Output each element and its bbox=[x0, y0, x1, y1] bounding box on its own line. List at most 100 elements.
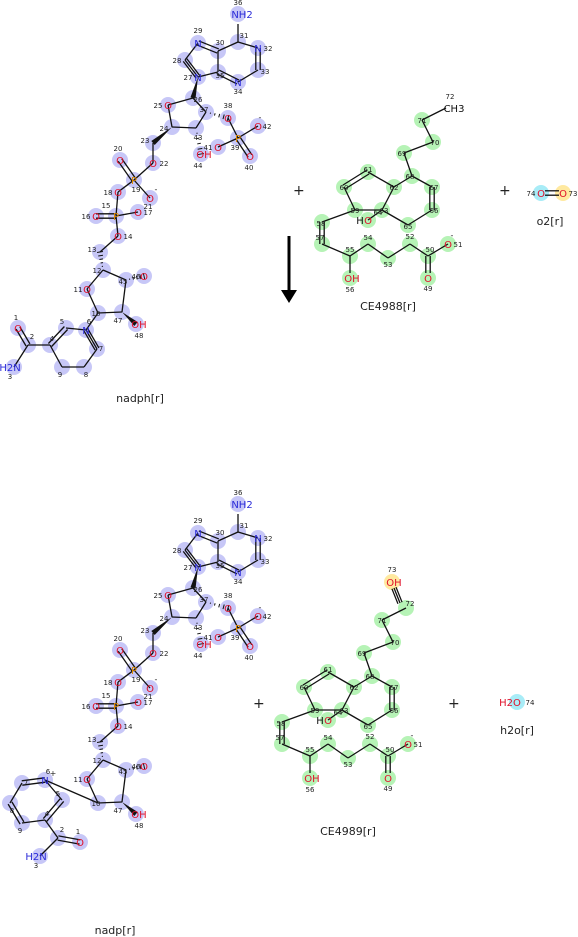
hash-bond bbox=[197, 637, 203, 640]
hash-bond bbox=[99, 258, 104, 260]
bond-line bbox=[342, 169, 368, 186]
oxygen-atom: O bbox=[114, 722, 122, 733]
hydrogen-atom: H bbox=[316, 716, 324, 727]
atom-number: 21 bbox=[144, 203, 153, 211]
bond-line bbox=[86, 759, 104, 780]
atom-number: 14 bbox=[124, 723, 133, 731]
atom-number: 69 bbox=[398, 150, 407, 158]
bond-line bbox=[186, 548, 201, 567]
atom-number: 59 bbox=[311, 707, 320, 715]
bond-line bbox=[13, 344, 29, 368]
hash-bond bbox=[218, 113, 221, 118]
atom-number: 24 bbox=[160, 125, 169, 133]
oxygen-atom: O bbox=[92, 212, 100, 223]
atom-number: 22 bbox=[160, 650, 169, 658]
bond-line bbox=[97, 311, 123, 314]
atom-number: 53 bbox=[384, 261, 393, 269]
atom-number: 72 bbox=[446, 93, 455, 101]
atom-number: 55 bbox=[346, 246, 355, 254]
bond-line bbox=[367, 171, 395, 188]
bond-line bbox=[102, 269, 127, 281]
hydroxyl-group: OH bbox=[196, 150, 211, 161]
bond-line bbox=[115, 681, 119, 707]
atom-number: 13 bbox=[88, 246, 97, 254]
bond-line bbox=[86, 288, 99, 314]
hash-bond bbox=[132, 767, 134, 770]
atom-number: 14 bbox=[124, 233, 133, 241]
atom-number: 9 bbox=[18, 827, 22, 835]
wedge-bond bbox=[190, 567, 198, 589]
hydroxyl-group: OH bbox=[304, 774, 319, 785]
bond-line bbox=[217, 41, 239, 52]
bond-line bbox=[15, 328, 27, 347]
oxygen-atom: O bbox=[424, 274, 432, 285]
atom-highlight bbox=[242, 148, 258, 164]
charge-mark: - bbox=[411, 731, 414, 740]
atom-highlight bbox=[242, 638, 258, 654]
atom-number: 51 bbox=[414, 741, 423, 749]
atom-number: 39 bbox=[231, 144, 240, 152]
atom-number: 50 bbox=[426, 246, 435, 254]
atom-number: 67 bbox=[430, 184, 439, 192]
atom-number: 65 bbox=[364, 723, 373, 731]
bond-line bbox=[21, 819, 46, 824]
atom-number: 72 bbox=[406, 600, 415, 608]
bond-line bbox=[197, 71, 219, 78]
atom-highlight bbox=[384, 574, 400, 590]
atom-number: 29 bbox=[194, 27, 203, 35]
atom-number: 46 bbox=[132, 763, 141, 771]
amine-group: NH2 bbox=[231, 500, 252, 511]
atom-highlight bbox=[380, 770, 396, 786]
atom-number: 56 bbox=[306, 786, 315, 794]
bond-line bbox=[235, 628, 249, 648]
atom-number: 71 bbox=[378, 617, 387, 625]
atom-number: 13 bbox=[88, 736, 97, 744]
bond-line bbox=[237, 559, 259, 573]
charge-mark: - bbox=[259, 603, 262, 612]
atom-number: 29 bbox=[194, 517, 203, 525]
hydroxyl-group: OH bbox=[196, 640, 211, 651]
bond-line bbox=[239, 626, 253, 646]
wedge-bond bbox=[190, 77, 198, 99]
oxygen-atom: O bbox=[164, 591, 172, 602]
bond-line bbox=[343, 186, 356, 211]
atom-number: 25 bbox=[154, 102, 163, 110]
bond-line bbox=[184, 42, 199, 61]
bond-line bbox=[117, 650, 133, 672]
oxygen-atom: O bbox=[146, 684, 154, 695]
hash-bond bbox=[96, 251, 104, 253]
nitrogen-atom: N bbox=[41, 776, 48, 787]
atom-number: 70 bbox=[431, 139, 440, 147]
bond-line bbox=[367, 243, 389, 259]
hash-bond bbox=[98, 744, 104, 747]
bond-line bbox=[186, 58, 201, 77]
bond-line bbox=[411, 175, 433, 188]
hash-bond bbox=[135, 765, 138, 770]
atom-number: 11 bbox=[74, 776, 83, 784]
atom-number: 5 bbox=[56, 790, 60, 798]
atom-number: 11 bbox=[74, 286, 83, 294]
atom-number: 12 bbox=[93, 757, 102, 765]
oxygen-atom: O bbox=[149, 649, 157, 660]
atom-number: 48 bbox=[135, 822, 144, 830]
bond-line bbox=[99, 725, 119, 743]
hash-bond bbox=[222, 604, 225, 610]
atom-number: 39 bbox=[231, 634, 240, 642]
atom-number: 23 bbox=[141, 627, 150, 635]
hash-bond bbox=[98, 254, 104, 257]
hash-bond bbox=[135, 275, 138, 280]
nitrogen-atom: N bbox=[254, 534, 261, 545]
bond-line bbox=[184, 549, 199, 568]
hash-bond bbox=[99, 748, 104, 750]
bond-line bbox=[281, 743, 311, 757]
bond-line bbox=[198, 40, 220, 50]
bond-line bbox=[369, 743, 389, 757]
bond-line bbox=[121, 769, 127, 803]
atom-highlight bbox=[230, 496, 246, 512]
bond-line bbox=[115, 215, 119, 237]
bond-line bbox=[327, 671, 355, 688]
atom-number: 33 bbox=[261, 68, 270, 76]
atom-number: 73 bbox=[388, 566, 397, 574]
oxygen-atom: O bbox=[559, 189, 567, 200]
